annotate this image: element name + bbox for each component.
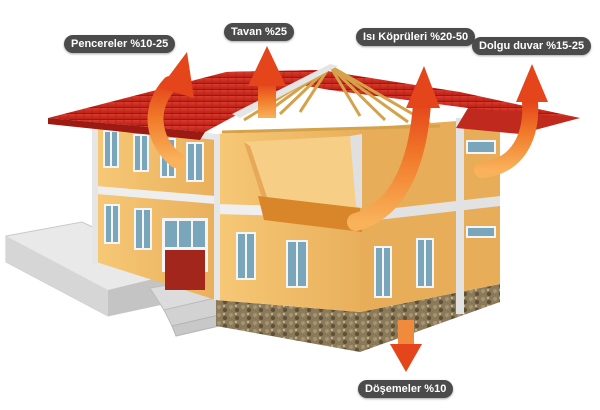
floors-label: Döşemeler %10 xyxy=(358,380,454,398)
window xyxy=(466,226,496,238)
window xyxy=(134,208,152,250)
window xyxy=(133,134,149,172)
ceiling-heat-arrow xyxy=(248,46,286,118)
infill-wall-heat-arrow xyxy=(474,64,548,178)
windows-heat-arrow xyxy=(147,52,194,168)
roof xyxy=(48,64,580,140)
thermal-bridges-heat-arrow xyxy=(347,66,440,231)
window xyxy=(374,246,392,298)
heat-arrows xyxy=(147,46,548,372)
ceiling-label: Tavan %25 xyxy=(224,23,295,41)
window xyxy=(104,204,120,244)
stone-foundation xyxy=(216,284,500,352)
cutaway-interior xyxy=(244,134,362,232)
window xyxy=(236,232,256,280)
windows-label: Pencereler %10-25 xyxy=(64,35,176,53)
thermal-bridges-label: Isı Köprüleri %20-50 xyxy=(356,28,476,46)
window xyxy=(186,142,204,182)
floors-heat-arrow xyxy=(390,320,422,372)
infill-wall-label: Dolgu duvar %15-25 xyxy=(472,37,592,55)
window xyxy=(286,240,308,288)
east-facade xyxy=(360,118,500,314)
entrance-door xyxy=(162,218,208,290)
window xyxy=(416,238,434,288)
window xyxy=(466,140,496,154)
window xyxy=(103,130,119,168)
